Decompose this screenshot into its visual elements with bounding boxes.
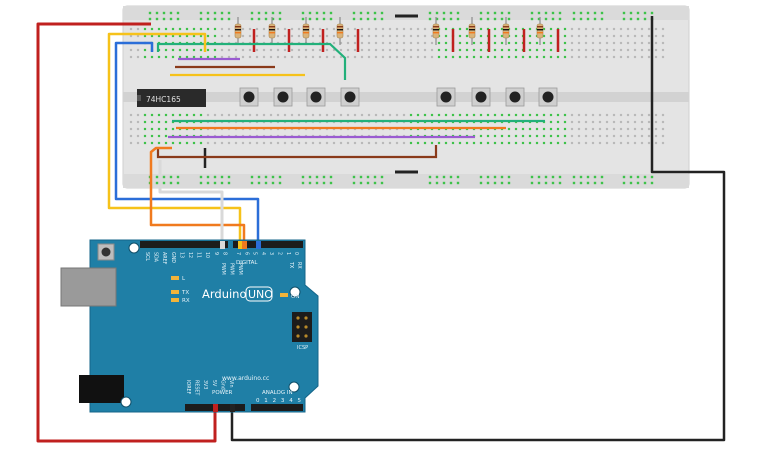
pushbutton — [471, 87, 491, 107]
led-on-label: ON — [291, 294, 299, 300]
header-analog — [251, 404, 303, 411]
pin-label: SDA — [153, 252, 159, 263]
led-tx — [171, 290, 179, 294]
pin-label: Gnd — [219, 380, 225, 390]
header-digital-left — [140, 241, 228, 248]
pin-label: IOREF — [185, 380, 191, 395]
pin-label: GND — [170, 252, 176, 263]
pin-label: 4 — [260, 252, 266, 255]
pin-label: RESET — [194, 380, 200, 395]
led-on — [280, 293, 288, 297]
led-tx-label: TX — [181, 290, 189, 296]
power-label: POWER — [212, 390, 233, 396]
pin-label: Vin — [228, 380, 234, 388]
wire-red-5v — [36, 22, 217, 443]
pin-label: 5V — [211, 380, 217, 387]
pushbutton — [273, 87, 293, 107]
breadboard-jumpers — [203, 14, 560, 174]
mount-hole — [120, 396, 132, 408]
arduino-wires — [36, 16, 726, 443]
pin-label: 0 — [293, 252, 299, 255]
pushbutton — [436, 87, 456, 107]
pin-label: 3V3 — [202, 380, 208, 389]
pin-label: 3 — [281, 398, 285, 404]
pin-label: 1 — [285, 252, 291, 255]
resistor — [432, 17, 440, 45]
analog-label: ANALOG IN — [262, 390, 293, 396]
pin-label: 6 — [243, 252, 249, 255]
pin-label: 13 — [178, 252, 184, 258]
led-rx — [171, 298, 179, 302]
pushbutton — [505, 87, 525, 107]
wire-brown-bottom — [156, 145, 438, 159]
chip-label: 74HC165 — [146, 95, 181, 104]
arduino-model: UNO — [248, 288, 273, 301]
pin-label: AREF — [161, 252, 167, 265]
power-jack — [79, 375, 124, 403]
icsp-header — [292, 312, 312, 342]
pin-label: 1 — [264, 398, 268, 404]
resistor — [336, 17, 344, 45]
pushbutton — [239, 87, 259, 107]
resistor — [536, 17, 544, 45]
arduino-website: www.arduino.cc — [222, 375, 269, 382]
wire-green-top — [156, 42, 347, 80]
led-rx-label: RX — [182, 298, 190, 304]
pin-label: 3 — [268, 252, 274, 255]
pushbutton — [340, 87, 360, 107]
pin-label: PWM — [237, 263, 243, 275]
icsp-label: ICSP — [297, 345, 308, 351]
led-l-label: L — [182, 276, 186, 282]
mount-hole — [288, 381, 300, 393]
pin-label: RX — [296, 262, 302, 269]
wire-black-gnd — [230, 16, 726, 442]
header-digital-right — [233, 241, 303, 248]
pin-label: 2 — [277, 252, 283, 255]
resistor — [234, 17, 242, 45]
pin-label: TX — [288, 261, 294, 269]
digital-label: DIGITAL — [236, 260, 258, 266]
pin-label: 9 — [213, 252, 219, 255]
header-wire-ends — [213, 241, 261, 412]
breadboard-internal-wires — [156, 42, 545, 159]
arduino-board: ICSP L TX RX ON Arduino UNO www.arduino.… — [60, 239, 319, 413]
resistor — [268, 17, 276, 45]
usb-connector — [60, 267, 117, 307]
breadboard — [122, 5, 690, 189]
pin-label: 7 — [235, 252, 241, 255]
pin-label: 5 — [252, 252, 258, 255]
wire-yellow-pin — [107, 32, 242, 244]
mount-hole — [128, 242, 140, 254]
pin-label: SCL — [144, 252, 150, 261]
arduino-brand: Arduino — [202, 287, 247, 301]
pin-label: PWM — [220, 263, 226, 275]
led-l — [171, 276, 179, 280]
shift-register-chip: 74HC165 — [137, 89, 206, 107]
wire-white-pin — [158, 160, 224, 244]
resistor — [302, 17, 310, 45]
mount-hole — [289, 286, 301, 298]
pin-label: 10 — [204, 252, 210, 258]
pushbutton — [306, 87, 326, 107]
pin-label: 8 — [221, 252, 227, 255]
pin-label: 12 — [187, 252, 193, 258]
resistor — [502, 17, 510, 45]
wire-orange-pin — [149, 146, 246, 244]
pin-label: PWM — [229, 263, 235, 275]
pushbutton — [538, 87, 558, 107]
pin-label: 5 — [298, 398, 302, 404]
pin-label: 2 — [273, 398, 277, 404]
resistor — [468, 17, 476, 45]
pin-label: 11 — [196, 252, 202, 258]
pin-label: 4 — [289, 398, 293, 404]
wire-blue-pin — [114, 41, 260, 244]
pin-label: 0 — [256, 398, 260, 404]
pushbutton-group — [239, 87, 558, 107]
resistor-group — [234, 17, 544, 45]
